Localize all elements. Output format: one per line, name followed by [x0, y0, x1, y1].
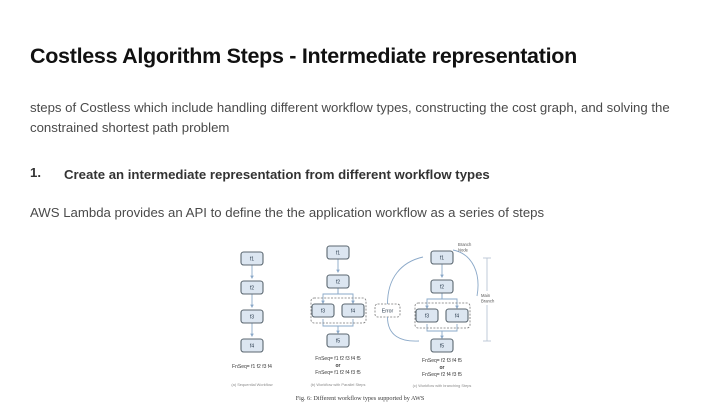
main-branch-label-line2: Branch: [481, 299, 495, 304]
node-b-f2-label: f2: [336, 280, 340, 286]
panel-c-branching: Error f1: [374, 242, 506, 388]
node-a-f3-label: f3: [250, 315, 254, 321]
node-c-f5: f5: [430, 338, 454, 353]
node-b-f5: f5: [326, 333, 350, 348]
panel-b-fnseq-1: FnSeq= f1 f2 f3 f4 f5: [315, 356, 361, 362]
panel-b-or-label: or: [336, 363, 341, 369]
node-c-f2: f2: [430, 279, 454, 294]
node-b-f1-label: f1: [336, 251, 340, 257]
node-a-f2-label: f2: [250, 286, 254, 292]
node-a-f1: f1: [240, 251, 264, 266]
page-title: Costless Algorithm Steps - Intermediate …: [30, 44, 577, 68]
node-c-f4: f4: [445, 308, 469, 323]
node-c-f4-label: f4: [455, 314, 459, 320]
node-b-f1: f1: [326, 245, 350, 260]
intro-paragraph: steps of Costless which include handling…: [30, 100, 670, 136]
node-c-f5-label: f5: [440, 344, 444, 350]
node-b-f3-label: f3: [321, 309, 325, 315]
panel-b-subcaption: (b) Workflow with Parallel Steps: [311, 382, 366, 387]
node-b-f4-label: f4: [351, 309, 355, 315]
panel-c-fnseq-1: FnSeq= f2 f3 f4 f5: [422, 358, 462, 364]
node-c-f3: f3: [415, 308, 439, 323]
main-branch-label-line1: Main: [481, 293, 491, 298]
numbered-list-item: 1. Create an intermediate representation…: [30, 165, 680, 185]
panel-c-fnseq-2: FnSeq= f2 f4 f3 f5: [422, 372, 462, 378]
node-c-error-label: Error: [382, 309, 394, 315]
node-b-f5-label: f5: [336, 339, 340, 345]
list-item-number: 1.: [30, 165, 41, 180]
node-a-f2: f2: [240, 280, 264, 295]
workflow-figure-svg: .nd{fill:#dce6f1;stroke:#5b6770;stroke-w…: [205, 236, 515, 404]
panel-b-fnseq-2: FnSeq= f1 f2 f4 f3 f5: [315, 370, 361, 376]
node-a-f4-label: f4: [250, 344, 254, 350]
node-a-f1-label: f1: [250, 257, 254, 263]
workflow-figure: .nd{fill:#dce6f1;stroke:#5b6770;stroke-w…: [205, 236, 515, 404]
panel-c-or-label: or: [440, 365, 445, 371]
panel-c-subcaption: (c) Workflow with branching Steps: [413, 383, 472, 388]
node-c-f1-label: f1: [440, 256, 444, 262]
node-b-f3: f3: [311, 303, 335, 318]
node-b-f2: f2: [326, 274, 350, 289]
panel-a-subcaption: (a) Sequential Workflow: [231, 382, 272, 387]
node-c-f1: f1: [430, 250, 454, 265]
list-item-label: Create an intermediate representation fr…: [64, 167, 490, 182]
panel-a-sequential: f1 f2 f3 f4 FnSeq= f1 f2 f3 f4 (a) Seque…: [231, 251, 273, 387]
figure-caption: Fig. 6: Different workflow types support…: [296, 395, 425, 402]
branch-node-label-line1: Branch: [458, 242, 472, 247]
node-c-f3-label: f3: [425, 314, 429, 320]
node-b-f4: f4: [341, 303, 365, 318]
branch-node-label-line2: Node: [458, 248, 469, 253]
body-paragraph: AWS Lambda provides an API to define the…: [30, 205, 545, 220]
node-c-f2-label: f2: [440, 285, 444, 291]
panel-a-fnseq-1: FnSeq= f1 f2 f3 f4: [232, 364, 272, 370]
node-a-f4: f4: [240, 338, 264, 353]
node-a-f3: f3: [240, 309, 264, 324]
panel-b-parallel: f1 f2 f3 f4 f5 FnSeq= f1 f: [311, 245, 367, 387]
